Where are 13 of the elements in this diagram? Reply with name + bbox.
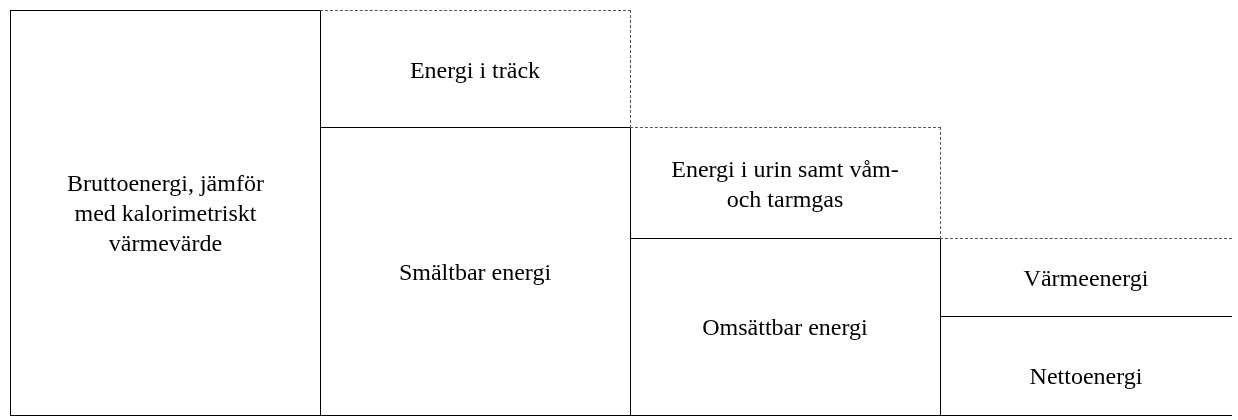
energy-label: Energi i träck — [409, 55, 541, 85]
energy-box — [940, 316, 1232, 416]
energy-box — [630, 238, 941, 416]
energy-label: Omsättbar energi — [702, 313, 868, 342]
energy-label: Värmeenergi — [1023, 264, 1149, 293]
energy-label: Bruttoenergi, jämför med kalorimetriskt värmevärde — [66, 169, 265, 258]
energy-box — [320, 127, 631, 416]
energy-label: Energi i urin samt våm- och tarmgas — [670, 154, 900, 214]
energy-label: Nettoenergi — [1029, 362, 1143, 391]
energy-box — [630, 127, 941, 239]
energy-label: Smältbar energi — [398, 257, 552, 287]
energy-box — [320, 10, 631, 128]
energy-box — [10, 10, 321, 416]
